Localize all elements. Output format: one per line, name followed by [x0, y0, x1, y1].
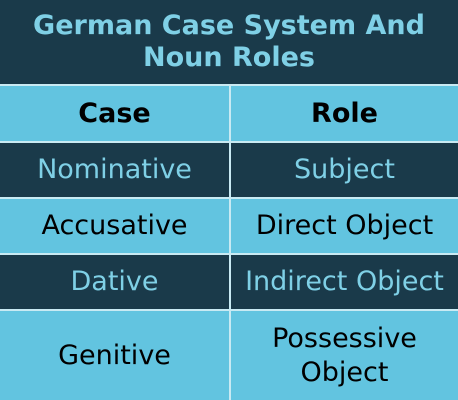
case-cell: Nominative: [37, 154, 192, 185]
case-role-table: Case Role Nominative Subject Accusative …: [0, 86, 458, 400]
table-row: Genitive Possessive Object: [0, 311, 458, 400]
title-line-2: Noun Roles: [143, 42, 315, 73]
title-line-1: German Case System And: [33, 10, 425, 41]
role-cell: Direct Object: [229, 199, 458, 253]
table-row: Nominative Subject: [0, 143, 458, 199]
case-cell: Dative: [70, 266, 159, 297]
role-cell: Indirect Object: [229, 255, 458, 309]
role-cell: Subject: [229, 143, 458, 197]
page-title: German Case System And Noun Roles: [0, 0, 458, 86]
role-cell: Possessive Object: [229, 311, 458, 400]
case-cell: Accusative: [41, 210, 188, 241]
table-row: Dative Indirect Object: [0, 255, 458, 311]
header-role: Role: [229, 86, 458, 141]
table-header-row: Case Role: [0, 86, 458, 143]
header-case: Case: [78, 97, 151, 129]
table-row: Accusative Direct Object: [0, 199, 458, 255]
case-cell: Genitive: [58, 339, 171, 371]
